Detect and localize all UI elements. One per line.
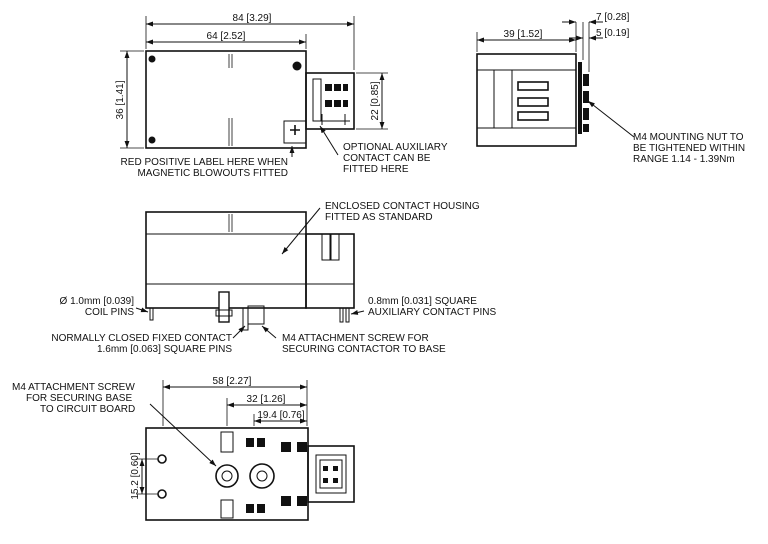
note-screw-board-3: TO CIRCUIT BOARD bbox=[40, 404, 135, 415]
note-housing-1: ENCLOSED CONTACT HOUSING bbox=[325, 201, 480, 212]
plus-icon bbox=[290, 125, 300, 135]
note-screw-board-2: FOR SECURING BASE bbox=[26, 393, 132, 404]
note-nc-1: NORMALLY CLOSED FIXED CONTACT bbox=[51, 333, 232, 344]
dim-body-width: 64 [2.52] bbox=[207, 31, 246, 42]
side-notes: M4 MOUNTING NUT TO BE TIGHTENED WITHIN R… bbox=[587, 100, 745, 165]
note-nut-3: RANGE 1.14 - 1.39Nm bbox=[633, 154, 735, 165]
base-dimensions: 58 [2.27] 32 [1.26] 19.4 [0.76] 15.2 [0.… bbox=[130, 376, 308, 500]
dim-side-nut-7: 7 [0.28] bbox=[596, 12, 630, 23]
note-red-label-2: MAGNETIC BLOWOUTS FITTED bbox=[137, 168, 288, 179]
dim-side-nut-5: 5 [0.19] bbox=[596, 28, 630, 39]
dim-base-width: 58 [2.27] bbox=[213, 376, 252, 387]
front-notes: ENCLOSED CONTACT HOUSING FITTED AS STAND… bbox=[51, 201, 496, 355]
dim-overall-width: 84 [3.29] bbox=[233, 13, 272, 24]
note-aux-2: CONTACT CAN BE bbox=[343, 153, 431, 164]
dim-height: 36 [1.41] bbox=[115, 80, 126, 119]
mounting-hole-icon bbox=[292, 61, 302, 71]
note-housing-2: FITTED AS STANDARD bbox=[325, 212, 433, 223]
note-coil-1: Ø 1.0mm [0.039] bbox=[60, 296, 135, 307]
dim-aux-height: 22 [0.85] bbox=[370, 81, 381, 120]
note-nut-2: BE TIGHTENED WITHIN bbox=[633, 143, 745, 154]
note-aux-1: OPTIONAL AUXILIARY bbox=[343, 142, 448, 153]
mounting-hole-icon bbox=[148, 136, 156, 144]
dim-base-32: 32 [1.26] bbox=[247, 394, 286, 405]
side-view bbox=[476, 53, 589, 147]
attachment-screw-icon bbox=[249, 463, 275, 489]
note-nc-2: 1.6mm [0.063] SQUARE PINS bbox=[97, 344, 232, 355]
mounting-hole-icon bbox=[148, 55, 156, 63]
note-screw-base-1: M4 ATTACHMENT SCREW FOR bbox=[282, 333, 429, 344]
front-view bbox=[145, 211, 355, 331]
note-screw-base-2: SECURING CONTACTOR TO BASE bbox=[282, 344, 446, 355]
side-dimensions: 39 [1.52] 7 [0.28] 5 [0.19] bbox=[476, 12, 630, 72]
note-nut-1: M4 MOUNTING NUT TO bbox=[633, 132, 744, 143]
note-auxpins-2: AUXILIARY CONTACT PINS bbox=[368, 307, 497, 318]
note-coil-2: COIL PINS bbox=[85, 307, 134, 318]
base-notes: M4 ATTACHMENT SCREW FOR SECURING BASE TO… bbox=[12, 382, 217, 467]
base-view bbox=[145, 427, 355, 521]
top-view bbox=[145, 50, 355, 149]
note-screw-board-1: M4 ATTACHMENT SCREW bbox=[12, 382, 135, 393]
note-red-label-1: RED POSITIVE LABEL HERE WHEN bbox=[121, 157, 288, 168]
dim-base-19: 19.4 [0.76] bbox=[257, 410, 304, 421]
dim-base-pin-spacing: 15.2 [0.60] bbox=[130, 452, 141, 499]
attachment-screw-icon bbox=[215, 464, 239, 488]
top-dimensions: 84 [3.29] 64 [2.52] 36 [1.41] 22 [0.85] bbox=[115, 13, 388, 149]
dim-side-depth: 39 [1.52] bbox=[504, 29, 543, 40]
note-aux-3: FITTED HERE bbox=[343, 164, 409, 175]
top-notes: RED POSITIVE LABEL HERE WHEN MAGNETIC BL… bbox=[121, 125, 448, 179]
note-auxpins-1: 0.8mm [0.031] SQUARE bbox=[368, 296, 477, 307]
